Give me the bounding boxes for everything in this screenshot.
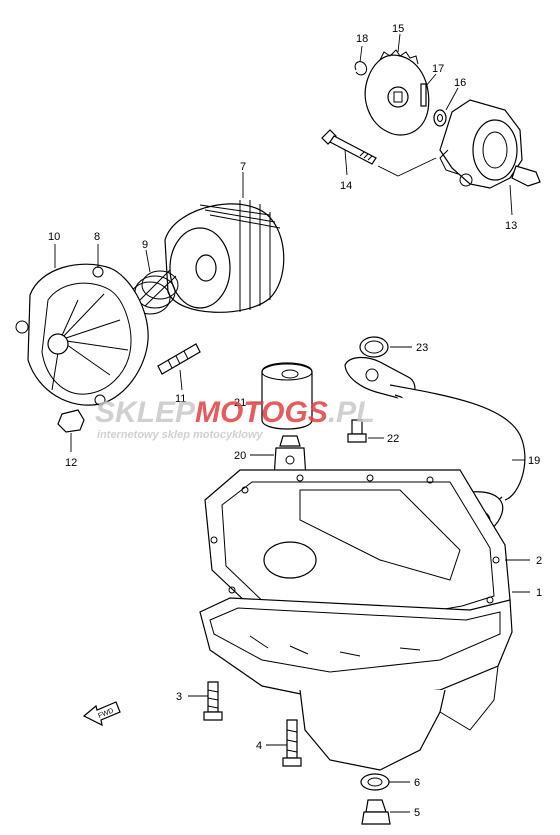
watermark: SKLEPMOTOGS.PL internetowy sklep motocyk… <box>95 396 375 441</box>
watermark-brand-4: .PL <box>328 396 375 429</box>
fwd-arrow-icon: FWD <box>82 701 121 727</box>
cap-part-21[interactable] <box>261 362 313 430</box>
pin-part-17[interactable] <box>420 83 427 107</box>
callout-19: 19 <box>528 455 540 467</box>
bolt-part-14[interactable] <box>321 129 377 165</box>
callout-1: 1 <box>536 587 542 599</box>
oil-filter-part-7[interactable] <box>164 200 285 313</box>
svg-text:SKLEPMOTOGS.PL: SKLEPMOTOGS.PL <box>95 396 375 429</box>
callout-13: 13 <box>505 220 517 232</box>
bolt-part-4[interactable] <box>282 719 302 767</box>
gasket-part-6[interactable] <box>360 773 390 791</box>
oil-pump-body-part-13[interactable] <box>439 99 541 189</box>
watermark-brand-1: SKLEP <box>95 396 196 429</box>
oil-pan-part-1[interactable] <box>199 597 513 771</box>
callout-16: 16 <box>454 77 466 89</box>
callout-20: 20 <box>234 450 246 462</box>
guide-line <box>377 157 437 177</box>
callout-7: 7 <box>240 161 246 173</box>
callout-22: 22 <box>387 433 399 445</box>
washer-part-16[interactable] <box>433 109 447 127</box>
callout-15: 15 <box>392 23 404 35</box>
o-ring-part-23[interactable] <box>359 336 389 358</box>
callout-3: 3 <box>176 691 182 703</box>
callout-11: 11 <box>175 393 186 405</box>
oil-pump-gear-part-15[interactable] <box>364 49 430 136</box>
callout-9: 9 <box>142 239 148 251</box>
filter-cover-part-8-10[interactable] <box>15 263 149 406</box>
callout-17: 17 <box>432 63 444 75</box>
callout-23: 23 <box>416 342 428 354</box>
callout-10: 10 <box>48 231 60 243</box>
callout-4: 4 <box>256 740 262 752</box>
callout-14: 14 <box>340 180 352 192</box>
gasket-part-2[interactable] <box>204 469 511 641</box>
callout-18: 18 <box>356 33 368 45</box>
callout-6: 6 <box>414 777 420 789</box>
drain-plug-part-5[interactable] <box>361 799 391 825</box>
plug-part-12[interactable] <box>57 409 85 433</box>
bolt-part-22[interactable] <box>347 419 367 443</box>
watermark-tagline: internetowy sklep motocyklowy <box>97 429 264 441</box>
watermark-brand-3: GS <box>284 396 327 429</box>
callout-5: 5 <box>414 807 420 819</box>
circlip-part-18[interactable] <box>354 61 368 76</box>
stud-part-11[interactable] <box>157 343 201 375</box>
callout-2: 2 <box>536 555 542 567</box>
bolt-part-3[interactable] <box>203 681 223 721</box>
watermark-brand-2: MOTO <box>195 396 284 429</box>
callout-8: 8 <box>94 231 100 243</box>
callout-21: 21 <box>234 397 246 409</box>
callout-12: 12 <box>65 457 77 469</box>
